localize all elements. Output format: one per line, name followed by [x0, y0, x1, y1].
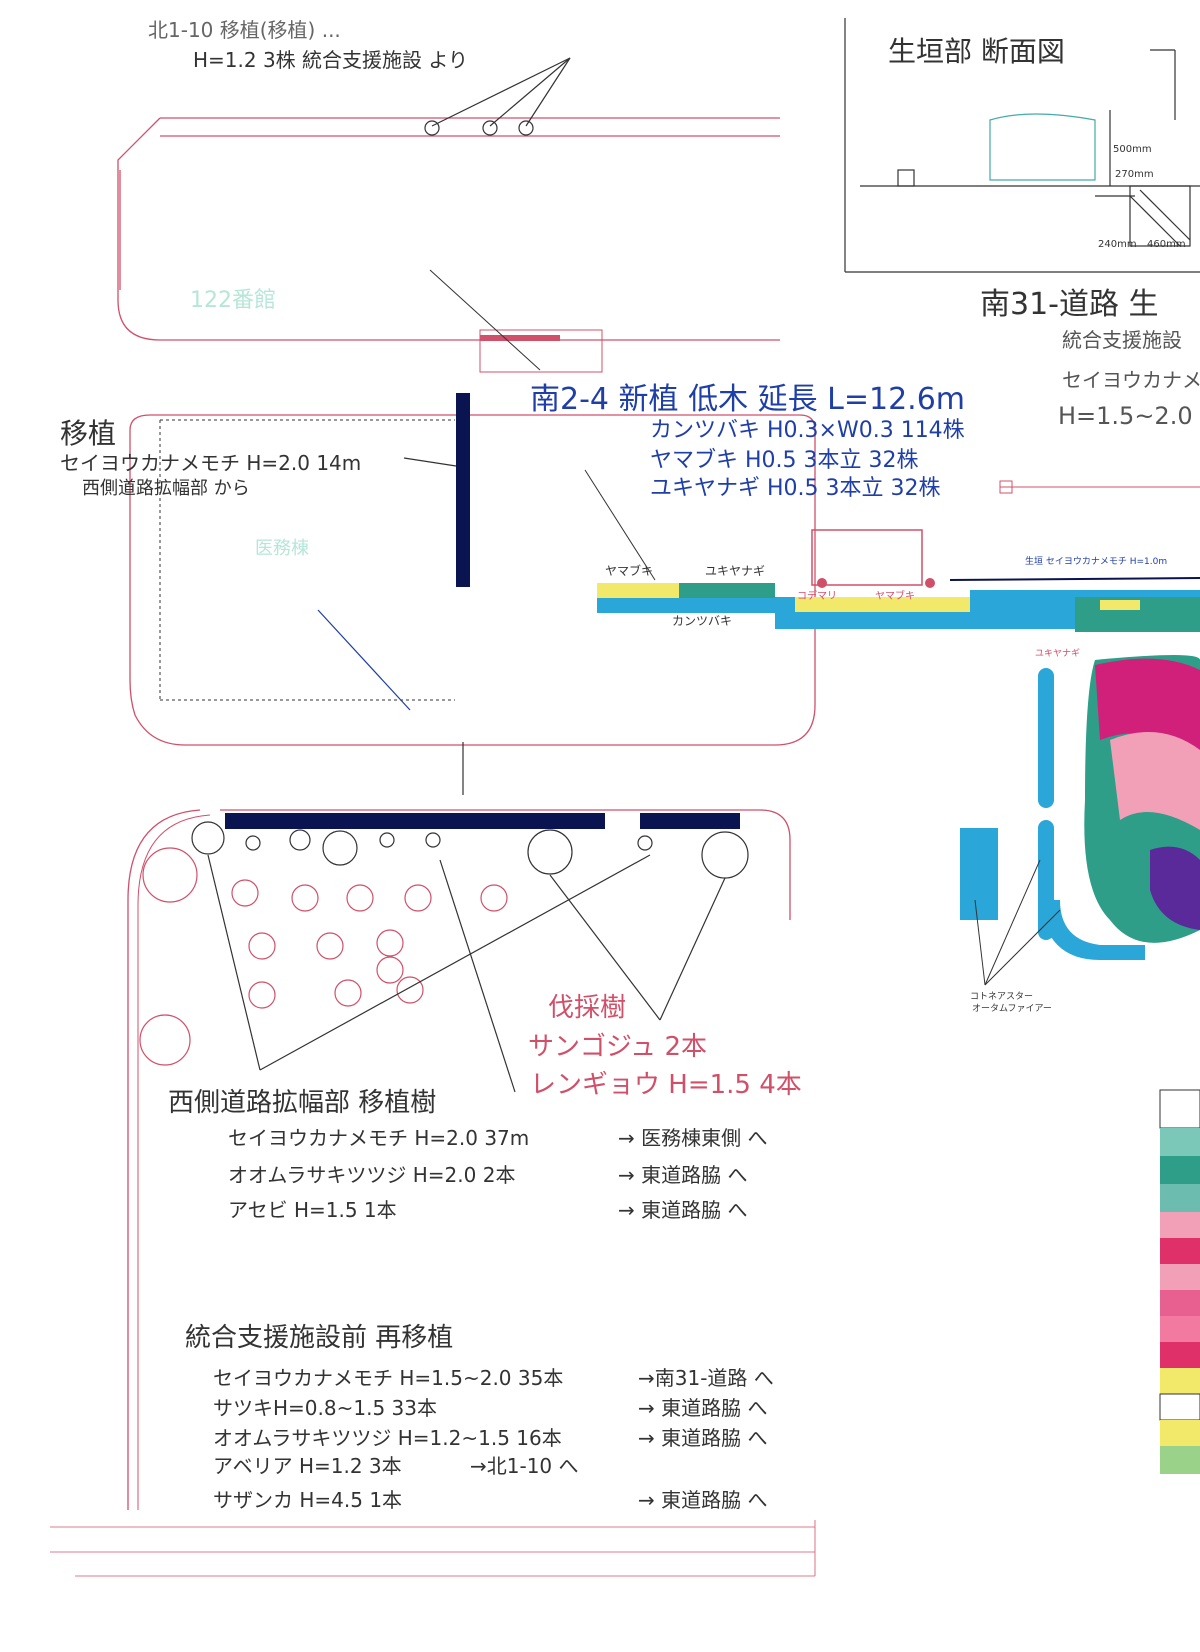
oval-garden [960, 655, 1200, 986]
transplant-head: 移植 [60, 417, 117, 450]
faint-label-clinic: 医務棟 [255, 538, 309, 559]
faint-label-building: 122番館 [190, 288, 276, 313]
top-note-line2: H=1.2 3株 統合支援施設 より [193, 48, 469, 72]
west-row3-dest: → 東道路脇 へ [618, 1198, 748, 1222]
section-dim-2: 270mm [1115, 169, 1154, 180]
strip-kantsubaki: カンツバキ [672, 614, 733, 628]
transplant-line1: セイヨウカナメモチ H=2.0 14m [60, 451, 362, 475]
minami24-row3: ユキヤナギ H0.5 3本立 32株 [650, 476, 941, 501]
retransplant-row5-name: サザンカ H=4.5 1本 [213, 1488, 403, 1512]
retransplant-row5-dest: → 東道路脇 へ [638, 1488, 768, 1512]
strip-cotoneaster: コトネアスター [970, 992, 1034, 1002]
strip-yamabuki2: ヤマブキ [875, 591, 915, 602]
retransplant-row2-name: サツキH=0.8~1.5 33本 [213, 1396, 437, 1420]
strip-yukiyanagi2: ユキヤナギ [1035, 649, 1081, 659]
retransplant-row3-name: オオムラサキツツジ H=1.2~1.5 16本 [213, 1426, 562, 1450]
west-row1-dest: → 医務棟東側 へ [618, 1126, 768, 1150]
building-block [129, 393, 816, 746]
retransplant-row1-dest: →南31-道路 へ [638, 1366, 774, 1390]
legend-swatches [1159, 1089, 1200, 1474]
west-row3-name: アセビ H=1.5 1本 [228, 1198, 397, 1222]
west-row1-name: セイヨウカナメモチ H=2.0 37m [228, 1126, 530, 1150]
retransplant-row2-dest: → 東道路脇 へ [638, 1396, 768, 1420]
minami24-row2: ヤマブキ H0.5 3本立 32株 [650, 448, 919, 473]
lower-area [127, 809, 791, 1510]
dark-trees [191, 821, 749, 879]
top-road-outline [117, 117, 780, 341]
felled-line1: サンゴジュ 2本 [528, 1032, 707, 1062]
retransplant-head: 統合支援施設前 再移植 [185, 1323, 454, 1353]
minami31-title: 南31-道路 生 [980, 287, 1159, 322]
retransplant-row1-name: セイヨウカナメモチ H=1.5~2.0 35本 [213, 1366, 564, 1390]
section-title: 生垣部 断面図 [888, 35, 1065, 68]
top-note-line1: 北1-10 移植(移植) ... [148, 18, 341, 42]
section-dim-3: 240mm [1098, 239, 1137, 250]
minami24-title: 南2-4 新植 低木 延長 L=12.6m [530, 382, 966, 417]
west-row2-dest: → 東道路脇 へ [618, 1163, 748, 1187]
minami31-sub2: セイヨウカナメ [1062, 368, 1200, 392]
minami24-row1: カンツバキ H0.3×W0.3 114株 [650, 418, 965, 443]
top-note-leaders [424, 57, 571, 136]
retransplant-row3-dest: → 東道路脇 へ [638, 1426, 768, 1450]
transplant-line2: 西側道路拡幅部 から [82, 478, 250, 499]
minami31-sub3: H=1.5~2.0 [1058, 402, 1193, 430]
strip-yukiyanagi: ユキヤナギ [705, 564, 766, 578]
leader-lines [207, 742, 726, 1093]
strip-hedge: 生垣 セイヨウカナメモチ H=1.0m [1025, 557, 1168, 567]
strip-yamabuki: ヤマブキ [605, 564, 654, 578]
planting-strip [584, 469, 1200, 632]
strip-kodemari: コデマリ [797, 591, 837, 602]
title-strip [50, 1520, 816, 1577]
west-head: 西側道路拡幅部 移植樹 [168, 1088, 437, 1118]
red-trees [139, 847, 508, 1066]
minami31-sub1: 統合支援施設 [1062, 328, 1182, 352]
section-box [844, 18, 1200, 273]
retransplant-row4-name: アベリア H=1.2 3本 [213, 1454, 402, 1478]
section-dim-1: 500mm [1113, 144, 1152, 155]
section-dim-4: 460mm [1147, 239, 1186, 250]
felled-line2: レンギョウ H=1.5 4本 [530, 1070, 802, 1100]
west-row2-name: オオムラサキツツジ H=2.0 2本 [228, 1163, 516, 1187]
entrance-hatch [429, 269, 603, 373]
retransplant-row4-dest: →北1-10 へ [470, 1454, 579, 1478]
felled-head: 伐採樹 [548, 993, 627, 1023]
strip-autumn-fire: オータムファイアー [972, 1004, 1052, 1014]
